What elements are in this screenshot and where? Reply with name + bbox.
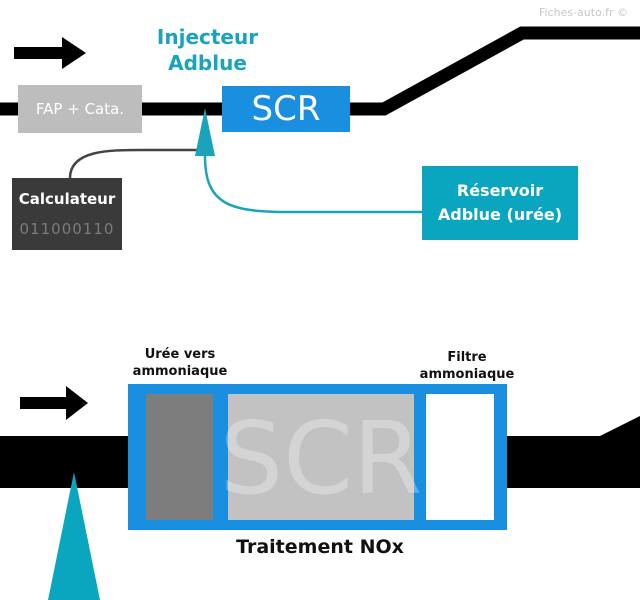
- urea-section: [146, 394, 213, 520]
- calculator-binary: 011000110: [19, 220, 115, 238]
- adblue-tank-box: Réservoir Adblue (urée): [422, 166, 578, 240]
- bottom-pipe-left: [0, 436, 130, 488]
- watermark: Fiches-auto.fr ©: [538, 6, 628, 19]
- scr-core: [228, 394, 414, 520]
- filter-label: Filtre ammoniaque: [419, 350, 515, 382]
- filter-section: [426, 394, 494, 520]
- top-flow-arrow-icon: [14, 37, 86, 69]
- bottom-pipe-right: [505, 416, 640, 488]
- bottom-injector-nozzle-icon: [48, 472, 100, 600]
- scr-box: SCR: [222, 86, 350, 132]
- urea-label: Urée vers ammoniaque: [132, 347, 228, 379]
- scr-core-label: SCR: [219, 400, 423, 517]
- injector-nozzle-icon: [195, 108, 215, 156]
- fap-cata-box: FAP + Cata.: [18, 85, 142, 133]
- adblue-feed-line: [203, 155, 422, 214]
- injector-label: Injecteur Adblue: [156, 25, 259, 75]
- calculator-title: Calculateur: [18, 190, 116, 208]
- calculator-box: Calculateur 011000110: [12, 178, 122, 250]
- bottom-flow-arrow-icon: [20, 386, 88, 420]
- calculator-wire: [68, 148, 200, 180]
- top-exhaust-pipe: [0, 26, 640, 116]
- nox-caption: Traitement NOx: [236, 536, 404, 558]
